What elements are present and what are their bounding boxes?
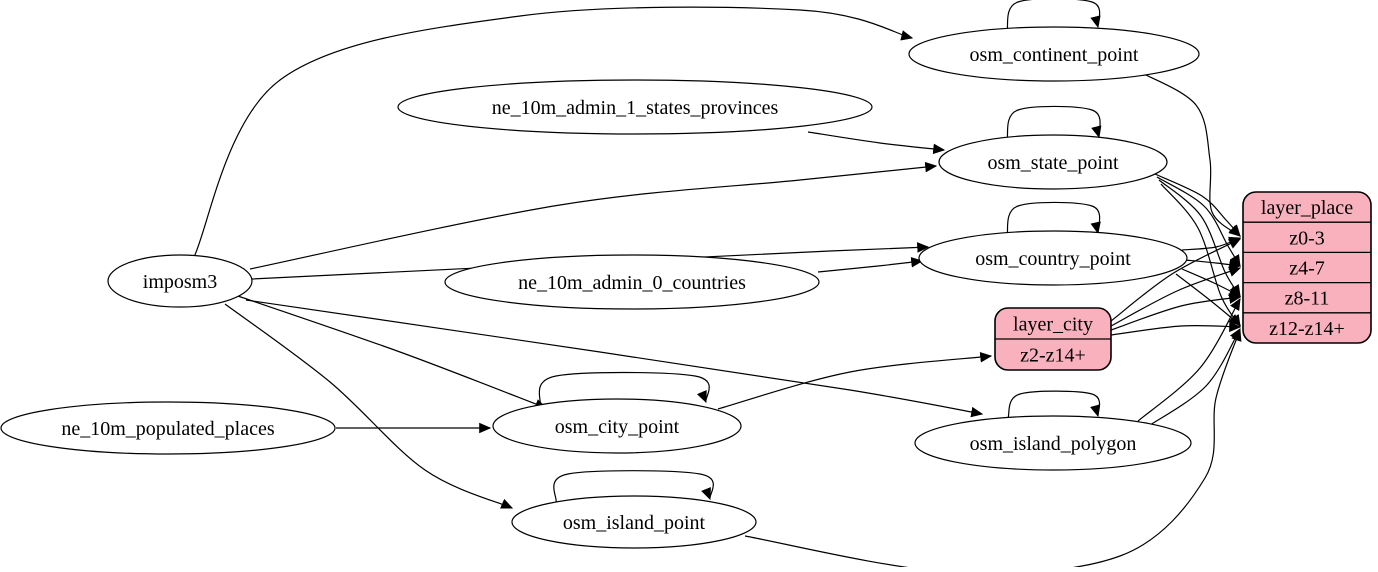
self-loop-osm_state_point bbox=[1006, 105, 1102, 141]
node-label-osm_island_point: osm_island_point bbox=[563, 512, 706, 534]
self-loop-osm_island_polygon bbox=[1007, 390, 1101, 419]
record-row-layer_city-1: z2-z14+ bbox=[1020, 345, 1086, 367]
edge-imposm3-to-osm_island_polygon bbox=[245, 299, 984, 418]
record-row-layer_place-1: z0-3 bbox=[1289, 227, 1325, 249]
node-label-ne_10m_admin_1_states_provinces: ne_10m_admin_1_states_provinces bbox=[492, 97, 779, 119]
edge-imposm3-to-osm_city_point bbox=[237, 295, 548, 410]
edge-osm_country_point-to-layer_place bbox=[1181, 236, 1242, 251]
edge-osm_island_point-to-layer_place bbox=[744, 328, 1242, 572]
node-label-osm_continent_point: osm_continent_point bbox=[970, 44, 1139, 66]
edge-layer_city-to-layer_place bbox=[1110, 266, 1242, 327]
edge-osm_city_point-to-layer_city bbox=[717, 351, 993, 410]
record-layer_city: layer_city z2-z14+ bbox=[994, 307, 1112, 371]
node-label-osm_country_point: osm_country_point bbox=[975, 248, 1131, 270]
edge-layer_city-to-layer_place bbox=[1110, 238, 1242, 322]
node-osm_country_point: osm_country_point bbox=[918, 230, 1188, 286]
edge-imposm3-to-osm_continent_point bbox=[193, 6, 914, 258]
record-row-layer_place-0: layer_place bbox=[1261, 197, 1353, 219]
self-loop-osm_island_point bbox=[553, 470, 714, 503]
record-row-layer_place-4: z12-z14+ bbox=[1269, 318, 1345, 340]
edge-osm_state_point-to-layer_place bbox=[1154, 173, 1241, 237]
node-label-ne_10m_admin_0_countries: ne_10m_admin_0_countries bbox=[518, 272, 746, 294]
edge-osm_country_point-to-layer_place bbox=[1181, 268, 1242, 297]
node-label-imposm3: imposm3 bbox=[143, 271, 217, 293]
node-label-osm_city_point: osm_city_point bbox=[555, 416, 680, 438]
node-ne_10m_populated_places: ne_10m_populated_places bbox=[0, 401, 336, 455]
record-layer_place: layer_place z0-3 z4-7 z8-11 z12-z14+ bbox=[1242, 191, 1372, 344]
record-row-layer_city-0: layer_city bbox=[1013, 314, 1093, 336]
record-row-layer_place-2: z4-7 bbox=[1289, 258, 1325, 280]
node-label-osm_island_polygon: osm_island_polygon bbox=[970, 433, 1137, 455]
self-loop-osm_country_point bbox=[1006, 201, 1101, 237]
edge-osm_country_point-to-layer_place bbox=[1184, 259, 1242, 270]
self-loop-osm_continent_point bbox=[1006, 0, 1101, 32]
edge-osm_state_point-to-layer_place bbox=[1158, 179, 1241, 298]
record-row-layer_place-3: z8-11 bbox=[1285, 288, 1330, 310]
self-loop-osm_city_point bbox=[538, 371, 710, 407]
node-label-osm_state_point: osm_state_point bbox=[987, 152, 1119, 174]
edge-osm_island_polygon-to-layer_place bbox=[1146, 327, 1241, 428]
edge-osm_island_polygon-to-layer_place bbox=[1137, 297, 1241, 422]
edge-ne_10m_admin_0_countries-to-osm_country_point bbox=[817, 256, 924, 273]
edge-ne_10m_admin_1_states_provinces-to-osm_state_point bbox=[807, 131, 946, 155]
node-imposm3: imposm3 bbox=[107, 254, 253, 308]
edge-osm_continent_point-to-layer_place bbox=[1139, 71, 1241, 237]
edge-layer_city-to-layer_place bbox=[1110, 293, 1242, 331]
edge-layer_city-to-layer_place bbox=[1110, 321, 1242, 336]
node-osm_continent_point: osm_continent_point bbox=[908, 26, 1200, 82]
node-ne_10m_admin_1_states_provinces: ne_10m_admin_1_states_provinces bbox=[397, 79, 873, 135]
node-label-ne_10m_populated_places: ne_10m_populated_places bbox=[61, 418, 274, 440]
edge-imposm3-to-osm_island_point bbox=[224, 303, 514, 509]
node-osm_island_polygon: osm_island_polygon bbox=[914, 415, 1192, 471]
edge-osm_state_point-to-layer_place bbox=[1156, 176, 1241, 268]
node-ne_10m_admin_0_countries: ne_10m_admin_0_countries bbox=[444, 254, 820, 310]
edge-imposm3-to-osm_state_point bbox=[249, 161, 938, 270]
node-osm_state_point: osm_state_point bbox=[938, 134, 1168, 190]
node-osm_city_point: osm_city_point bbox=[492, 398, 742, 454]
node-osm_island_point: osm_island_point bbox=[511, 495, 757, 549]
